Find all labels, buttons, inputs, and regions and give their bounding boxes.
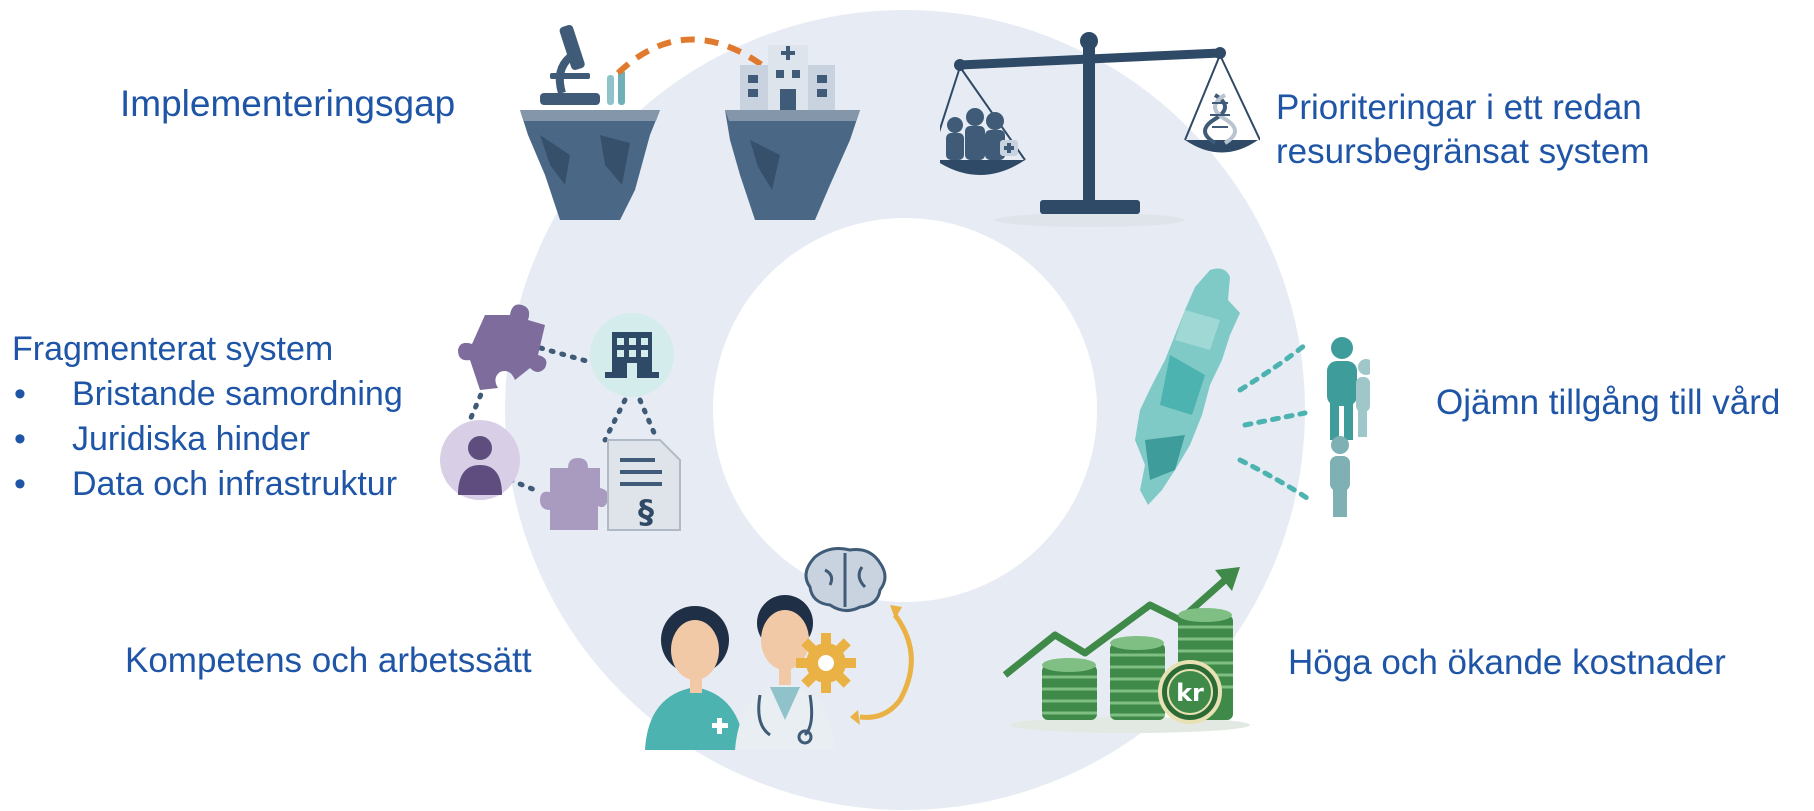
costs-label: Höga och ökande kostnader [1288, 643, 1726, 682]
priorities-label: Prioriteringar i ett redan resursbegräns… [1276, 88, 1650, 171]
puzzle-building-person-document-network-icon: § [440, 304, 681, 531]
uneven-access-label: Ojämn tillgång till vård [1436, 383, 1781, 422]
list-item: Data och infrastruktur [12, 462, 403, 507]
currency-label: kr [1176, 679, 1204, 707]
fragmented-system-list: Bristande samordning Juridiska hinder Da… [12, 372, 403, 507]
list-item: Bristande samordning [12, 372, 403, 417]
list-item: Juridiska hinder [12, 417, 403, 462]
fragmented-system-title: Fragmenterat system [12, 330, 334, 368]
competence-label: Kompetens och arbetssätt [125, 641, 532, 680]
sweden-map-with-people-icon [1135, 268, 1370, 517]
section-symbol: § [638, 493, 654, 531]
balance-scale-people-vs-dna-icon [940, 32, 1260, 227]
fragmented-system-block: Fragmenterat system Bristande samordning… [12, 327, 403, 507]
nurse-doctor-brain-gear-icon [645, 547, 914, 750]
coins-rising-arrow-kr-icon: kr [1002, 567, 1250, 733]
microscope-and-hospital-on-cliffs-icon [520, 24, 860, 220]
implementation-gap-label: Implementeringsgap [120, 83, 456, 124]
